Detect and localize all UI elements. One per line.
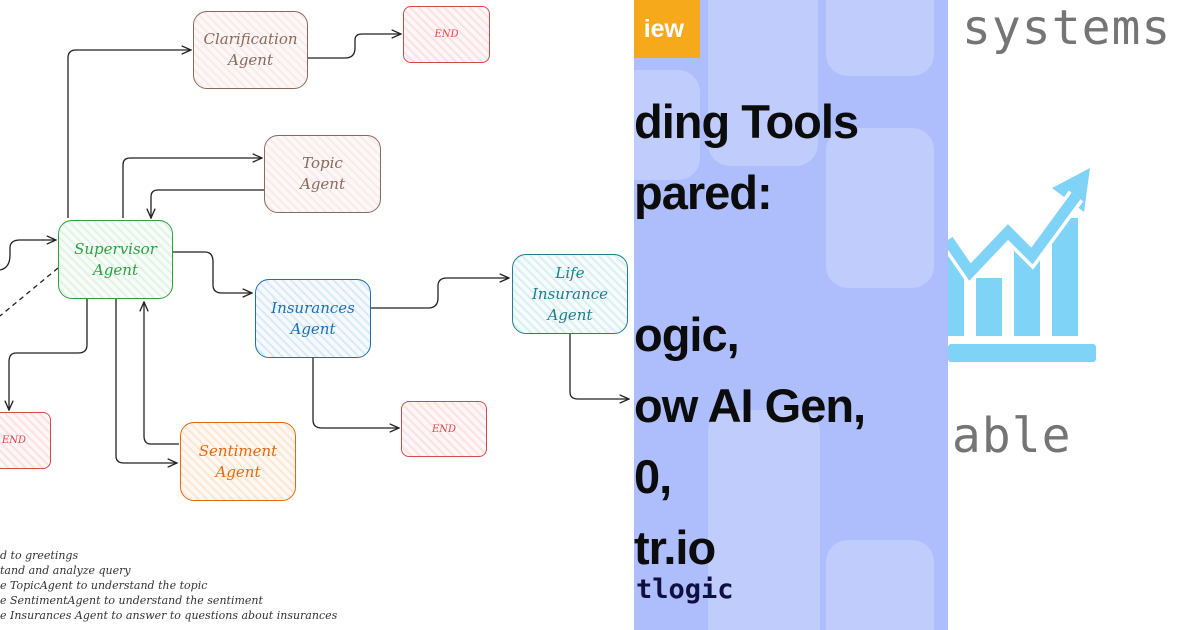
note-line: tand and analyze query: [0, 564, 131, 577]
edge-topic-supervisor: [151, 189, 264, 218]
article-cover: iew ding Tools pared: ogic, ow AI Gen, 0…: [634, 0, 948, 630]
edge-supervisor-sentiment: [115, 299, 177, 463]
edge-input-supervisor: [0, 240, 56, 271]
edge-life-out: [569, 334, 629, 399]
background-tile: [826, 540, 934, 630]
cover-title-line: 0,: [634, 450, 672, 503]
edge-insurances-end: [312, 358, 399, 428]
growth-chart-icon: [948, 168, 1096, 362]
insurances-agent-node: Insurances Agent: [255, 279, 371, 358]
category-badge: iew: [634, 0, 700, 58]
background-tile: [634, 70, 700, 180]
edge-supervisor-insurances: [173, 251, 252, 293]
edge-supervisor-endleft: [9, 299, 88, 410]
background-tile: [708, 0, 818, 166]
cover-title-line: tr.io: [634, 521, 716, 574]
end-node-left: END: [0, 412, 51, 469]
agent-flow-diagram: Clarification Agent END Topic Agent Supe…: [0, 0, 634, 630]
end-node-top: END: [403, 6, 490, 63]
cover-title: ding Tools pared: ogic, ow AI Gen, 0, tr…: [634, 86, 866, 583]
note-line: e SentimentAgent to understand the senti…: [0, 594, 263, 607]
edge-insurances-life: [371, 278, 509, 309]
cover-title-line: ow AI Gen,: [634, 379, 866, 432]
topic-agent-node: Topic Agent: [264, 135, 381, 213]
edge-supervisor-clarification: [67, 50, 191, 218]
sentiment-agent-node: Sentiment Agent: [180, 422, 296, 501]
edge-supervisor-topic: [122, 158, 262, 218]
scalable-systems-panel: systems lable: [948, 0, 1200, 630]
edge-sentiment-supervisor: [144, 302, 179, 445]
diagram-notes-list: d to greetings tand and analyze query e …: [0, 548, 337, 623]
cover-title-line: ogic,: [634, 308, 740, 361]
note-line: e Insurances Agent to answer to question…: [0, 609, 338, 622]
diagram-connectors: [0, 0, 634, 630]
word-scalable: lable: [948, 408, 1072, 464]
background-tile: [826, 0, 934, 76]
word-systems: systems: [962, 0, 1172, 56]
edge-clarification-end: [308, 34, 401, 59]
cover-title-line: [634, 228, 865, 299]
cover-title-line: pared:: [634, 166, 773, 219]
cover-brand-name: tlogic: [636, 574, 734, 605]
edge-dashed-link: [0, 267, 59, 317]
supervisor-agent-node: Supervisor Agent: [58, 220, 173, 299]
life-insurance-agent-node: Life Insurance Agent: [512, 254, 628, 334]
note-line: e TopicAgent to understand the topic: [0, 579, 208, 592]
clarification-agent-node: Clarification Agent: [193, 11, 308, 89]
background-tile: [708, 410, 820, 630]
cover-title-line: ding Tools: [634, 95, 859, 148]
background-tile: [826, 128, 934, 288]
note-line: d to greetings: [0, 549, 79, 562]
end-node-middle: END: [401, 401, 487, 457]
